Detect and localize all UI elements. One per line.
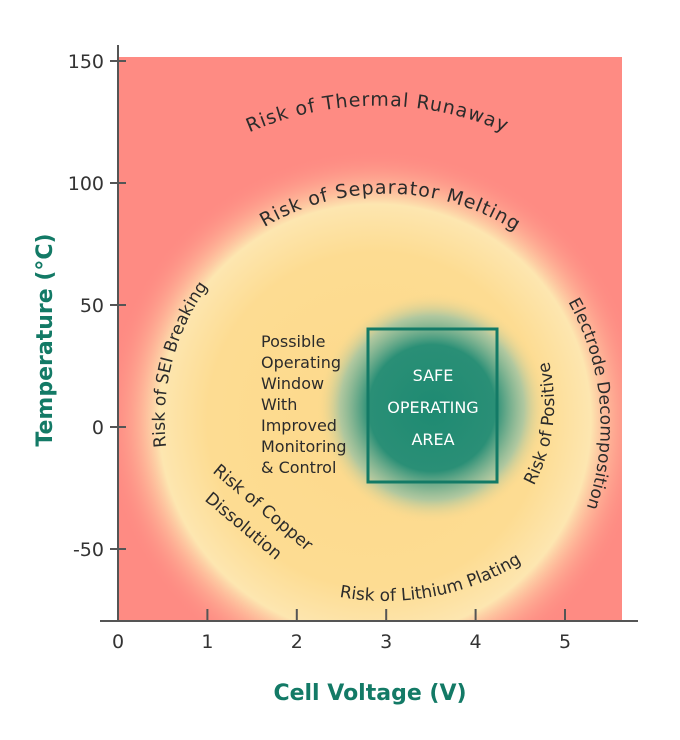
plot-area: [118, 57, 622, 620]
x-tick-label: 0: [112, 631, 124, 653]
window-line: & Control: [261, 458, 336, 477]
y-tick-label: 150: [68, 51, 104, 73]
window-line: Possible: [261, 332, 325, 351]
window-line: Window: [261, 374, 324, 393]
window-line: Improved: [261, 416, 337, 435]
y-tick-label: 0: [92, 417, 104, 439]
window-line: With: [261, 395, 297, 414]
x-tick-label: 3: [380, 631, 392, 653]
x-tick-label: 1: [201, 631, 213, 653]
x-axis-title: Cell Voltage (V): [273, 681, 466, 706]
x-tick-label: 5: [559, 631, 571, 653]
x-tick-label: 2: [291, 631, 303, 653]
window-line: Operating: [261, 353, 341, 372]
y-tick-label: 100: [68, 173, 104, 195]
window-label: Possible Operating Window With Improved …: [261, 332, 347, 477]
y-tick-label: -50: [73, 539, 104, 561]
x-ticks: 0 1 2 3 4 5: [112, 609, 571, 653]
safe-label-3: AREA: [411, 430, 454, 449]
safe-label-1: SAFE: [413, 366, 454, 385]
axes: [100, 45, 638, 622]
y-ticks: 150 100 50 0 -50: [68, 51, 126, 561]
window-line: Monitoring: [261, 437, 347, 456]
safe-operating-box: [366, 327, 499, 484]
y-axis-title: Temperature (°C): [33, 233, 58, 446]
safe-glow: [317, 293, 547, 523]
x-tick-label: 4: [470, 631, 482, 653]
y-tick-label: 50: [80, 295, 104, 317]
safe-label-2: OPERATING: [387, 398, 478, 417]
